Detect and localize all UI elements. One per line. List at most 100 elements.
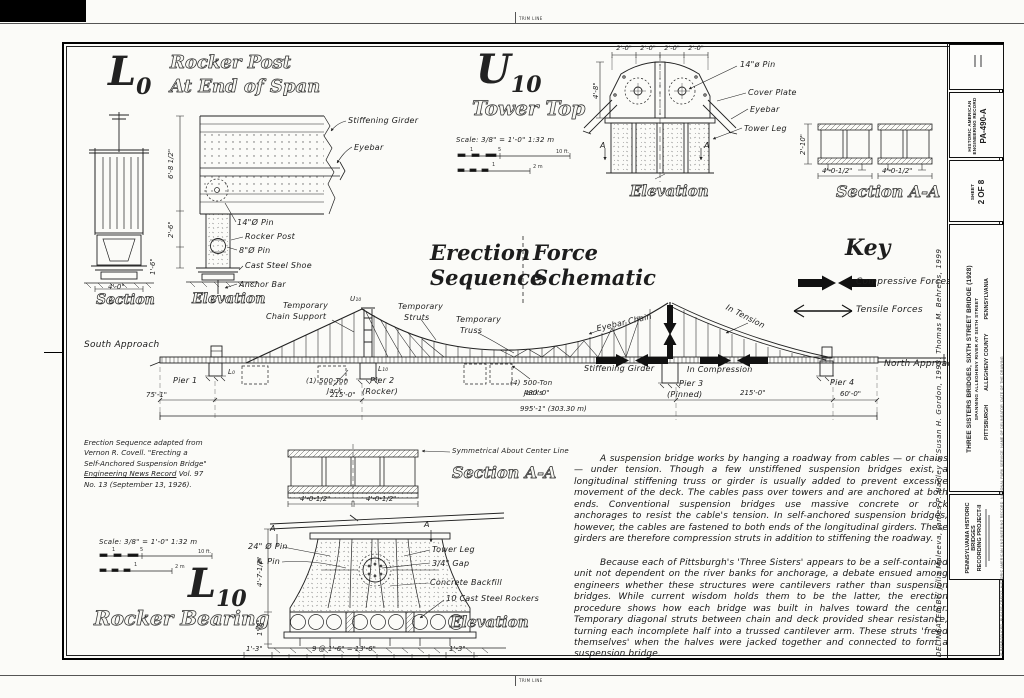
- sheet-label: SHEET: [969, 183, 975, 201]
- description-paragraph-2: Because each of Pittsburgh's 'Three Sist…: [574, 558, 948, 660]
- citation-volume: Vol. 97: [176, 469, 204, 479]
- l0-tag-subscript: 0: [136, 74, 152, 100]
- scalebar2-ft1: 1: [112, 547, 116, 553]
- citation-line2: Vernon R. Covell. "Erecting a: [84, 448, 188, 458]
- l10-dim-height-lower: 1'-8": [256, 619, 264, 636]
- l10-marker-a-right: A: [424, 520, 430, 529]
- titleblock-cell-record: HISTORIC AMERICAN ENGINEERING RECORD PA-…: [949, 92, 1004, 158]
- saa-dim-w2: 4'-0-1/2": [882, 167, 913, 175]
- titleblock-cell-title: THREE SISTERS BRIDGES, SIXTH STREET BRID…: [949, 224, 1004, 492]
- bridge-dim-215b: 215'-0": [740, 389, 766, 397]
- u10-dim-height: 4'-8": [592, 82, 600, 99]
- delineators-credit: DELINEATED BY: Julia Maleeva, James P. H…: [935, 248, 943, 657]
- registration-tick: [44, 352, 62, 353]
- l10-dim-bottom-left: 1'-3": [246, 645, 263, 653]
- scalebar2-ft5: 5: [140, 547, 144, 553]
- bridge-pier2-sub: (Rocker): [362, 387, 398, 396]
- l10-tag-subscript: 10: [216, 586, 247, 612]
- citation-note: Erection Sequence adapted from Vernon R.…: [84, 438, 207, 490]
- bridge-temp-struts-line2: Struts: [404, 313, 430, 322]
- l0-title-line1: Rocker Post: [170, 52, 292, 74]
- scalebar-ft1: 1: [470, 147, 474, 153]
- project-fine-print: [985, 509, 987, 567]
- l10-dim-bottom-right: 1'-3": [449, 645, 466, 653]
- l0-callout-pin14: 14"Ø Pin: [237, 218, 274, 227]
- citation-line3: Self-Anchored Suspension Bridge": [84, 458, 207, 468]
- reproduction-credit: IF REPRODUCED, PLEASE CREDIT: HISTORIC A…: [1000, 356, 1004, 656]
- bridge-pier4-label: Pier 4: [830, 378, 855, 387]
- l10-callout-cl-pin: ℄ Pin: [257, 557, 281, 566]
- u10-elevation-label: Elevation: [630, 182, 709, 201]
- trim-line-bottom: [0, 675, 1024, 676]
- key-compressive-label: Compressive Forces: [856, 277, 952, 287]
- l10-dim-w1: 4'-0-1/2": [300, 495, 331, 503]
- l10-dim-bottom-mid: 9 @ 1'-6" = 13'-6": [312, 645, 376, 653]
- l10-tag: L10: [188, 560, 247, 612]
- u10-callout-pin14: 14"ø Pin: [740, 60, 776, 69]
- bridge-subtitle: SPANNING ALLEGHENY RIVER AT SIXTH STREET: [974, 297, 980, 421]
- titleblock-cell-project: PENNSYLVANIA HISTORIC BRIDGES RECORDING …: [949, 494, 1004, 580]
- bridge-north-approach: North Approach: [884, 359, 959, 369]
- bridge-pier2-label: Pier 2: [370, 376, 395, 385]
- l10-section-label: Section A-A: [452, 463, 557, 483]
- bridge-jack1-line2: Jack: [327, 387, 343, 395]
- main-title-erection: Erection: [430, 240, 531, 265]
- bridge-stiffening-girder: Stiffening Girder: [584, 364, 655, 373]
- l0-callout-anchor: Anchor Bar: [239, 280, 286, 289]
- l0-callout-stiffening-girder: Stiffening Girder: [348, 116, 419, 125]
- bridge-temp-truss-line1: Temporary: [456, 315, 502, 324]
- bridge-south-approach: South Approach: [84, 340, 160, 350]
- saa-dim-w1: 4'-0-1/2": [822, 167, 853, 175]
- description-paragraph-1: A suspension bridge works by hanging a r…: [574, 454, 948, 544]
- titleblock-city: PITTSBURGH: [983, 404, 990, 440]
- bridge-dim-215a: 215'-0": [330, 391, 356, 399]
- bridge-temp-truss-line2: Truss: [460, 326, 483, 335]
- project-line1: PENNSYLVANIA HISTORIC BRIDGES: [965, 502, 977, 574]
- trim-line-top: [0, 23, 1024, 24]
- scalebar-m2: 2 m: [533, 164, 543, 170]
- u10-callout-tower-leg: Tower Leg: [744, 124, 787, 133]
- l10-scale-note: Scale: 3/8" = 1'-0" 1:32 m: [99, 538, 198, 546]
- bridge-title: THREE SISTERS BRIDGES, SIXTH STREET BRID…: [965, 265, 973, 453]
- u10-title: Tower Top: [472, 96, 586, 121]
- record-line2: ENGINEERING RECORD: [972, 97, 977, 155]
- bridge-jack4-line1: (4) 500-Ton: [510, 379, 553, 387]
- l10-dim-height-main: 4'-7-1/2": [256, 556, 264, 587]
- u10-dim-1: 2'-0": [616, 44, 632, 52]
- trim-tick-bottom: [515, 676, 516, 686]
- l0-dim-mid: 2'-6": [167, 221, 175, 238]
- titleblock-blank-line2: [980, 55, 982, 67]
- l0-callout-rocker-post: Rocker Post: [245, 232, 296, 241]
- main-title-force: Force: [533, 240, 598, 265]
- bridge-dim-75: 75'-1": [146, 391, 168, 399]
- l10-callout-backfill: Concrete Backfill: [430, 578, 502, 587]
- project-fine-print2: [988, 515, 990, 561]
- l10-sym-note: Symmetrical About Center Line: [452, 447, 569, 455]
- l0-title-line2: At End of Span: [170, 76, 321, 98]
- l10-callout-pin24: 24" Ø Pin: [248, 542, 288, 551]
- scalebar2-ft10: 10 ft.: [198, 549, 212, 555]
- bridge-temp-struts-line1: Temporary: [398, 302, 444, 311]
- saa-dim-height: 2'-10": [799, 133, 807, 155]
- bridge-pier1-label: Pier 1: [173, 376, 198, 385]
- u10-dim-3: 2'-0": [664, 44, 680, 52]
- titleblock-blank-line: [974, 55, 976, 67]
- l10-title: Rocker Bearing: [94, 606, 270, 631]
- main-title-sequence: Sequence: [430, 265, 544, 290]
- citation-line5: No. 13 (September 13, 1926).: [84, 479, 192, 489]
- scan-corner-artifact: [0, 0, 86, 22]
- scalebar2-m2: 2 m: [175, 564, 185, 570]
- l10-dim-w2: 4'-0-1/2": [366, 495, 397, 503]
- citation-journal: Engineering News Record: [84, 469, 177, 479]
- bridge-temp-chain-line2: Chain Support: [266, 312, 327, 321]
- citation-line1: Erection Sequence adapted from: [84, 438, 203, 447]
- l10-elevation-label: Elevation: [450, 613, 529, 632]
- scalebar-m1: 1: [492, 162, 496, 168]
- bridge-node-l0: L₀: [228, 368, 236, 376]
- record-number: PA-490-A: [979, 108, 988, 144]
- l0-tag: L0: [108, 48, 152, 100]
- titleblock-county: ALLEGHENY COUNTY: [983, 333, 990, 391]
- bridge-pier3-sub: (Pinned): [667, 390, 703, 399]
- l10-callout-gap: 3/4" Gap: [432, 559, 470, 568]
- saa-label: Section A-A: [836, 182, 941, 202]
